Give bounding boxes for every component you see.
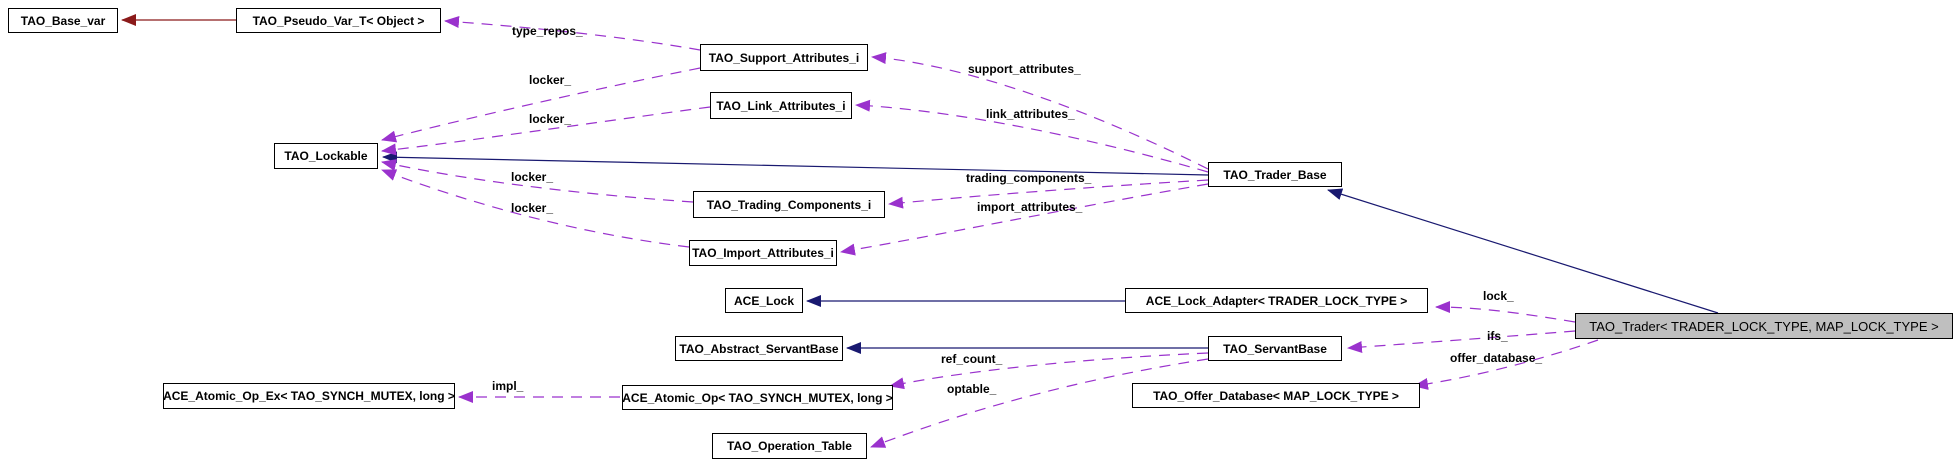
- edge-member-import-attributes: [840, 183, 1209, 256]
- edge-trader-inherits-trader-base: [1327, 188, 1719, 314]
- node-tao-operation-table[interactable]: TAO_Operation_Table: [712, 433, 867, 459]
- edge-label-optable: optable_: [947, 382, 997, 396]
- edge-member-offer-database: [1413, 339, 1599, 390]
- edge-label-locker-trading: locker_: [511, 170, 554, 184]
- edge-member-locker-from-import: [381, 169, 690, 248]
- node-tao-trader-current: TAO_Trader< TRADER_LOCK_TYPE, MAP_LOCK_T…: [1575, 313, 1953, 339]
- edge-member-link-attributes: [855, 99, 1209, 173]
- edge-member-type-repos: [444, 16, 701, 51]
- node-tao-offer-database[interactable]: TAO_Offer_Database< MAP_LOCK_TYPE >: [1132, 383, 1420, 408]
- edge-label-locker-link: locker_: [529, 112, 572, 126]
- edge-member-locker-from-link: [381, 106, 711, 156]
- edge-member-locker-from-support: [381, 67, 701, 143]
- edge-label-ifs: ifs_: [1487, 329, 1508, 343]
- node-tao-link-attributes-i[interactable]: TAO_Link_Attributes_i: [710, 92, 852, 119]
- node-ace-lock-adapter[interactable]: ACE_Lock_Adapter< TRADER_LOCK_TYPE >: [1125, 288, 1428, 313]
- edge-label-support-attributes: support_attributes_: [968, 62, 1081, 76]
- edge-member-trading-components: [888, 179, 1209, 209]
- node-tao-base-var[interactable]: TAO_Base_var: [8, 8, 118, 33]
- edge-label-locker-support: locker_: [529, 73, 572, 87]
- node-ace-atomic-op[interactable]: ACE_Atomic_Op< TAO_SYNCH_MUTEX, long >: [622, 385, 893, 410]
- node-tao-servantbase[interactable]: TAO_ServantBase: [1208, 336, 1342, 361]
- node-tao-import-attributes-i[interactable]: TAO_Import_Attributes_i: [689, 240, 837, 266]
- edge-label-trading-components: trading_components_: [966, 171, 1092, 185]
- edge-member-ref-count: [889, 352, 1209, 390]
- edge-trader-base-inherits-lockable: [382, 151, 1209, 176]
- edge-label-import-attributes: import_attributes_: [977, 200, 1083, 214]
- edge-label-ref-count: ref_count_: [941, 352, 1003, 366]
- edge-member-optable: [870, 358, 1209, 448]
- node-ace-atomic-op-ex[interactable]: ACE_Atomic_Op_Ex< TAO_SYNCH_MUTEX, long …: [163, 383, 455, 409]
- edge-member-lock: [1435, 301, 1576, 323]
- edge-label-type-repos: type_repos_: [512, 24, 583, 38]
- edge-label-link-attributes: link_attributes_: [986, 107, 1075, 121]
- node-tao-pseudo-var-t[interactable]: TAO_Pseudo_Var_T< Object >: [236, 8, 441, 33]
- node-tao-trading-components-i[interactable]: TAO_Trading_Components_i: [693, 191, 885, 218]
- node-tao-abstract-servantbase[interactable]: TAO_Abstract_ServantBase: [675, 336, 843, 361]
- node-tao-trader-base[interactable]: TAO_Trader_Base: [1208, 162, 1342, 187]
- node-ace-lock[interactable]: ACE_Lock: [725, 288, 803, 313]
- node-tao-lockable[interactable]: TAO_Lockable: [274, 143, 378, 169]
- edge-label-lock: lock_: [1483, 289, 1514, 303]
- edge-label-locker-import: locker_: [511, 201, 554, 215]
- edge-label-offer-database: offer_database_: [1450, 351, 1543, 365]
- edge-member-locker-from-trading: [381, 159, 694, 203]
- edge-label-impl: impl_: [492, 379, 524, 393]
- edge-member-support-attributes: [871, 52, 1209, 170]
- edge-member-ifs: [1347, 330, 1576, 354]
- node-tao-support-attributes-i[interactable]: TAO_Support_Attributes_i: [700, 44, 868, 71]
